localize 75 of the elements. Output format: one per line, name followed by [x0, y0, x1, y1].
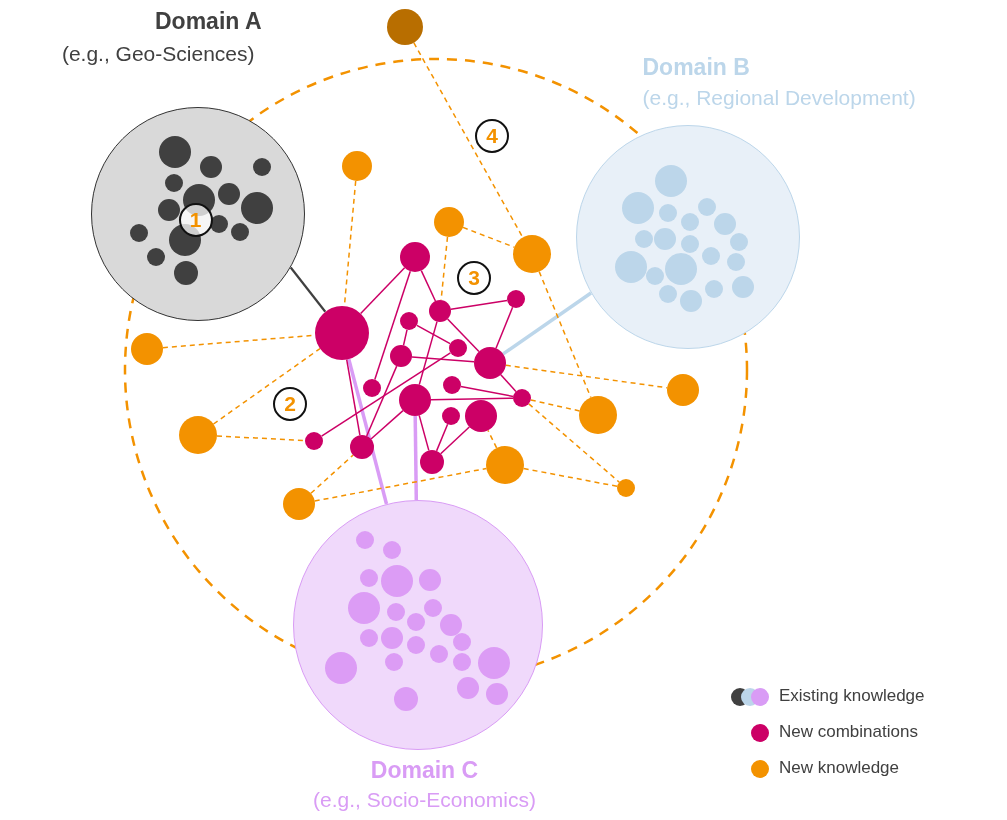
- connector-line: [359, 267, 406, 315]
- connector-line: [420, 269, 437, 302]
- domain-heading: Domain A: [154, 7, 262, 35]
- network-dot: [513, 389, 531, 407]
- connector-line: [450, 299, 508, 311]
- network-dot: [420, 450, 444, 474]
- callout-number: 3: [457, 261, 491, 295]
- network-dot: [513, 235, 551, 273]
- domain-subtitle: (e.g., Socio-Economics): [312, 787, 537, 812]
- thick-connector: [347, 358, 389, 505]
- dashed-connector: [528, 403, 620, 483]
- network-dot: [387, 9, 423, 45]
- network-dot: [400, 312, 418, 330]
- network-dot: [486, 446, 524, 484]
- connector-line: [374, 270, 412, 381]
- dashed-connector: [538, 270, 592, 399]
- legend-label: New knowledge: [779, 758, 899, 778]
- network-dot: [390, 345, 412, 367]
- dashed-connector: [462, 226, 516, 248]
- connector-line: [430, 397, 514, 401]
- network-dot: [305, 432, 323, 450]
- dashed-connector: [216, 435, 306, 442]
- dashed-connector: [413, 41, 524, 239]
- network-dot: [465, 400, 497, 432]
- thick-connector: [502, 291, 592, 356]
- domain-heading: Domain C: [369, 756, 480, 784]
- callout-number: 4: [475, 119, 509, 153]
- connector-line: [416, 324, 451, 345]
- network-dot: [342, 151, 372, 181]
- connector-line: [418, 320, 438, 386]
- network-dot: [283, 488, 315, 520]
- domain-heading: Domain B: [642, 53, 751, 81]
- dashed-connector: [487, 429, 498, 449]
- network-dot: [617, 479, 635, 497]
- network-dot: [399, 384, 431, 416]
- dashed-connector: [530, 399, 581, 412]
- network-dot: [315, 306, 369, 360]
- network-dot: [442, 407, 460, 425]
- connector-line: [460, 385, 514, 398]
- network-dot: [449, 339, 467, 357]
- network-dot: [507, 290, 525, 308]
- network-dot: [434, 207, 464, 237]
- connector-line: [320, 352, 452, 437]
- network-dot: [363, 379, 381, 397]
- network-dot: [474, 347, 506, 379]
- network-dot: [131, 333, 163, 365]
- network-dot: [350, 435, 374, 459]
- domain-subtitle: (e.g., Regional Development): [642, 85, 917, 110]
- network-dot: [179, 416, 217, 454]
- connector-line: [435, 423, 449, 452]
- network-dot: [443, 376, 461, 394]
- connector-line: [370, 409, 404, 440]
- network-dot: [429, 300, 451, 322]
- connector-line: [500, 374, 517, 393]
- connector-line: [289, 266, 327, 313]
- callout-number: 2: [273, 387, 307, 421]
- legend-label: Existing knowledge: [779, 686, 925, 706]
- dashed-connector: [212, 347, 321, 425]
- connector-line: [446, 318, 480, 353]
- legend-label: New combinations: [779, 722, 918, 742]
- connector-line: [411, 356, 475, 363]
- dashed-connector: [313, 467, 488, 502]
- network-dot: [667, 374, 699, 406]
- connector-line: [365, 365, 398, 437]
- connector-line: [418, 414, 430, 452]
- connector-line: [402, 329, 408, 347]
- network-dot: [400, 242, 430, 272]
- domain-subtitle: (e.g., Geo-Sciences): [60, 41, 255, 66]
- connector-line: [345, 358, 361, 436]
- dashed-connector: [522, 467, 618, 488]
- connector-line: [439, 426, 471, 455]
- network-dot: [579, 396, 617, 434]
- dashed-connector: [310, 454, 354, 495]
- connector-line: [495, 306, 514, 349]
- thick-connector: [413, 415, 419, 501]
